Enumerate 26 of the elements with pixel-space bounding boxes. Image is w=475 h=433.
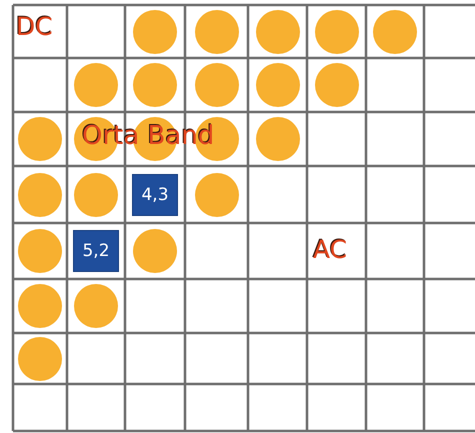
dot [133, 229, 177, 273]
dot [133, 63, 177, 107]
dot [18, 336, 62, 380]
value-tile [132, 174, 178, 216]
dot [18, 117, 62, 161]
dot [194, 10, 238, 54]
region-label: AC [313, 235, 348, 265]
dot [314, 10, 358, 54]
dot [256, 117, 300, 161]
region-label: DC [16, 12, 53, 42]
dot [74, 284, 118, 328]
dot [18, 229, 62, 273]
dot [74, 172, 118, 216]
dot [74, 63, 118, 107]
tile-value: 4,3 [141, 184, 169, 204]
tile-value: 5,2 [82, 241, 110, 261]
value-tile [73, 230, 119, 272]
dot [194, 63, 238, 107]
dot [18, 172, 62, 216]
dot [256, 63, 300, 107]
dot [314, 63, 358, 107]
dot [194, 172, 238, 216]
dot [133, 10, 177, 54]
dot [256, 10, 300, 54]
dot [18, 284, 62, 328]
dot [373, 10, 417, 54]
